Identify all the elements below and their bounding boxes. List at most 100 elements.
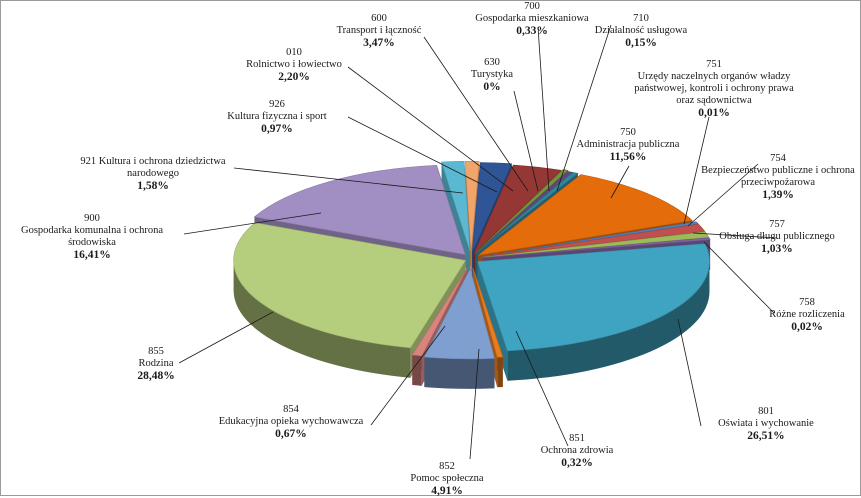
- slice-code: 630: [484, 57, 500, 68]
- slice-percent: 2,20%: [278, 71, 310, 83]
- leader-line-854: [370, 325, 446, 426]
- slice-percent: 11,56%: [609, 151, 647, 163]
- slice-percent: 4,91%: [431, 485, 463, 497]
- slice-code: 700: [524, 1, 540, 12]
- slice-code: 852: [439, 461, 455, 472]
- leader-lines: [178, 24, 778, 460]
- slice-top-751: [482, 221, 699, 257]
- slice-top-852: [423, 268, 495, 360]
- leader-line-750: [610, 165, 630, 199]
- slice-code: 710: [633, 13, 649, 24]
- slice-percent: 0,15%: [625, 37, 657, 49]
- leader-line-751: [683, 116, 710, 225]
- leader-line-921: [233, 167, 464, 194]
- leader-line-710: [556, 24, 612, 192]
- slice-tops: [233, 161, 711, 360]
- slice-name: Działalność usługowa: [594, 25, 688, 36]
- slice-name: Oświata i wychowanie: [718, 418, 814, 429]
- slice-name: Różne rozliczenia: [769, 309, 845, 320]
- slice-percent: 28,48%: [137, 370, 175, 382]
- slice-top-754: [482, 223, 706, 258]
- leader-line-855: [178, 311, 274, 364]
- slice-name: Obsługa długu publicznego: [719, 231, 835, 242]
- leader-line-757: [692, 232, 778, 239]
- slice-percent: 0,67%: [275, 428, 307, 440]
- leader-line-900: [183, 212, 322, 235]
- slice-name: Gospodarka mieszkaniowa: [475, 13, 589, 24]
- slice-top-921: [441, 161, 471, 252]
- slice-code: 751: [706, 59, 722, 70]
- slice-code: 926: [269, 99, 285, 110]
- slice-top-758: [482, 237, 711, 258]
- slice-top-630: [475, 169, 569, 254]
- slice-side-852: [424, 357, 495, 389]
- slice-side-855: [233, 260, 411, 378]
- slice-code: 600: [371, 13, 387, 24]
- slice-top-851: [472, 267, 504, 358]
- slice-name: Administracja publiczna: [576, 139, 680, 150]
- slice-top-854: [411, 267, 468, 357]
- slice-name: Ochrona zdrowia: [540, 445, 614, 456]
- slice-name: Turystyka: [470, 69, 514, 80]
- slice-side-801: [507, 261, 710, 381]
- slice-code: 851: [569, 433, 585, 444]
- slice-name: Urzędy naczelnych organów władzy państwo…: [634, 71, 794, 106]
- leader-line-801: [677, 318, 702, 427]
- slice-percent: 1,58%: [137, 180, 169, 192]
- slice-code: 900: [84, 213, 100, 224]
- slice-code: 758: [799, 297, 815, 308]
- slice-code: 750: [620, 127, 636, 138]
- slice-name: Rodzina: [138, 358, 174, 369]
- slice-label-921: 921 Kultura i ochrona dziedzictwa narodo…: [73, 156, 233, 193]
- leader-line-852: [469, 348, 480, 460]
- slice-side-854: [412, 355, 422, 386]
- leader-line-010: [347, 66, 514, 192]
- leader-line-758: [703, 241, 775, 314]
- slice-code: 010: [286, 47, 302, 58]
- slice-percent: 0,01%: [698, 107, 730, 119]
- slice-name: Transport i łączność: [336, 25, 422, 36]
- slice-name: Kultura i ochrona dziedzictwa narodowego: [98, 156, 226, 179]
- slice-top-010: [471, 162, 513, 253]
- slice-percent: 0%: [483, 81, 501, 93]
- slice-percent: 0,33%: [516, 25, 548, 37]
- slice-percent: 26,51%: [747, 430, 785, 442]
- leader-line-851: [515, 330, 569, 447]
- slice-percent: 0,32%: [561, 457, 593, 469]
- slice-code: 921: [80, 156, 97, 167]
- slice-name: Bezpieczeństwo publiczne i ochrona przec…: [701, 165, 855, 188]
- slice-percent: 3,47%: [363, 37, 395, 49]
- slice-name: Pomoc społeczna: [410, 473, 484, 484]
- slice-name: Gospodarka komunalna i ochrona środowisk…: [20, 225, 163, 248]
- slice-top-926: [464, 161, 480, 252]
- leader-line-700: [537, 26, 550, 192]
- leader-line-754: [687, 163, 759, 227]
- slice-percent: 1,39%: [762, 189, 794, 201]
- slice-top-710: [475, 172, 579, 255]
- slice-top-801: [477, 243, 710, 352]
- leader-line-600: [423, 36, 529, 192]
- leader-line-926: [347, 116, 498, 193]
- slice-percent: 0,02%: [791, 321, 823, 333]
- slice-code: 801: [758, 406, 774, 417]
- slice-side-851: [497, 356, 503, 388]
- slice-code: 754: [770, 153, 786, 164]
- slice-top-600: [473, 164, 562, 254]
